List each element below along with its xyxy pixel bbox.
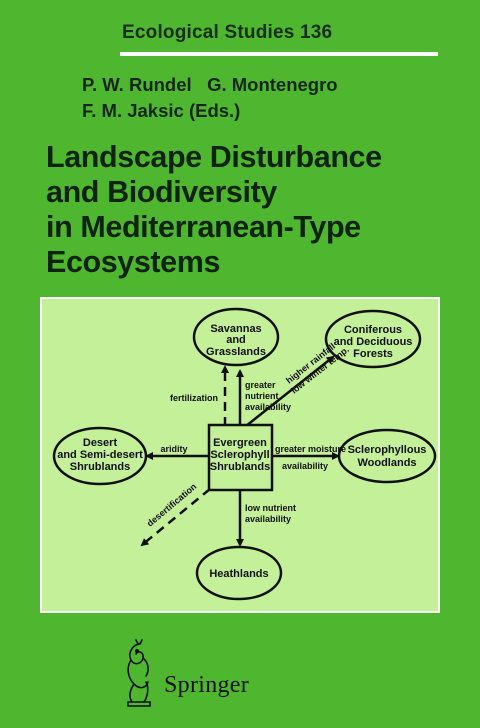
node-center [207, 423, 274, 492]
node-coniferous [324, 309, 422, 369]
node-savannas [192, 307, 280, 367]
sclerophyllous-line-1: Sclerophyllous [348, 444, 427, 456]
label-moisture-2: availability [282, 461, 328, 471]
center-line-2: Sclerophyll [210, 449, 269, 461]
heathlands-label: Heathlands [209, 568, 268, 580]
title-line-3: in Mediterranean-Type [46, 210, 361, 244]
desert-line-3: Shrublands [70, 461, 131, 473]
title-line-1: Landscape Disturbance [46, 140, 382, 174]
title-line-2: and Biodiversity [46, 175, 277, 209]
savannas-line-2: and [226, 334, 246, 346]
editors-line-2: F. M. Jaksic (Eds.) [82, 100, 241, 121]
editors-line-1: P. W. Rundel G. Montenegro [82, 74, 338, 95]
label-aridity: aridity [160, 444, 187, 454]
coniferous-line-1: Coniferous [344, 324, 402, 336]
title-line-4: Ecosystems [46, 245, 221, 279]
label-fertilization: fertilization [170, 393, 218, 403]
publisher-name: Springer [164, 672, 250, 698]
center-line-3: Shrublands [210, 461, 271, 473]
coniferous-line-2: and Deciduous [334, 336, 413, 348]
label-nutrient-low-1: low nutrient [245, 503, 296, 513]
series-rule [120, 52, 438, 56]
node-sclerophyllous [337, 428, 437, 484]
label-nutrient-up-2: nutrient [245, 391, 279, 401]
series-title: Ecological Studies 136 [122, 22, 333, 43]
landscape-diagram: Savannas and Grasslands Coniferous and D… [52, 307, 437, 601]
label-moisture-1: greater moisture [275, 444, 346, 454]
sclerophyllous-line-2: Woodlands [357, 457, 416, 469]
savannas-line-1: Savannas [210, 323, 261, 335]
diagram-panel: Savannas and Grasslands Coniferous and D… [40, 297, 440, 613]
desert-line-1: Desert [83, 437, 118, 449]
desert-line-2: and Semi-desert [57, 449, 143, 461]
coniferous-line-3: Forests [353, 348, 393, 360]
savannas-line-3: Grasslands [206, 346, 266, 358]
book-title: Landscape Disturbance and Biodiversity i… [46, 140, 382, 280]
label-nutrient-up-1: greater [245, 380, 276, 390]
springer-logo [127, 639, 151, 707]
node-desert [52, 426, 148, 486]
label-nutrient-low-2: availability [245, 514, 291, 524]
label-nutrient-up-3: availability [245, 402, 291, 412]
node-heathlands [195, 545, 283, 601]
arrow-rainfall [245, 355, 335, 427]
editors: P. W. Rundel G. Montenegro F. M. Jaksic … [82, 72, 338, 124]
center-line-1: Evergreen [213, 437, 267, 449]
